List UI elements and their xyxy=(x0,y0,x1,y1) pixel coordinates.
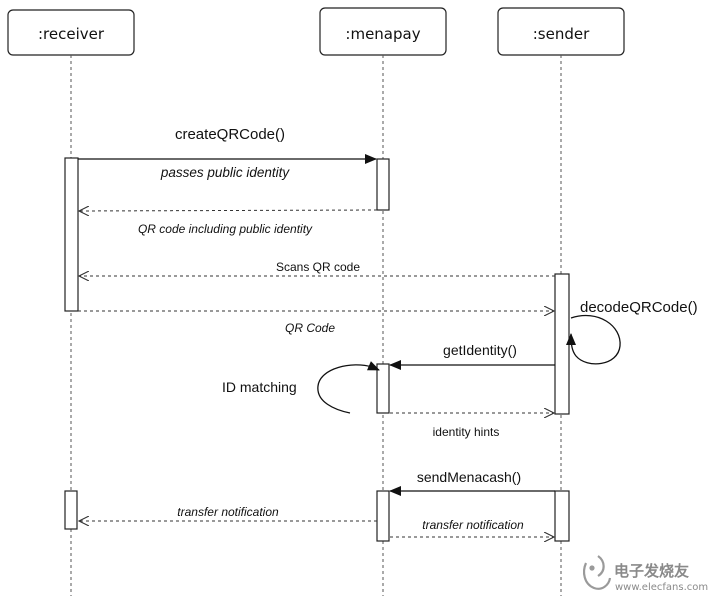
label-get-identity: getIdentity() xyxy=(443,342,517,358)
activation-menapay-3 xyxy=(376,490,390,542)
actor-receiver-label: :receiver xyxy=(38,25,105,43)
label-transfer-notification-sender: transfer notification xyxy=(422,518,524,532)
label-create-qr: createQRCode() xyxy=(175,126,285,143)
label-id-matching: ID matching xyxy=(222,379,297,395)
watermark-logo-icon xyxy=(583,555,612,590)
label-qr-code: QR Code xyxy=(285,321,335,335)
activation-menapay-2 xyxy=(376,363,390,414)
label-decode-qr: decodeQRCode() xyxy=(580,299,698,316)
label-send-menacash: sendMenacash() xyxy=(417,469,521,485)
label-scans-qr: Scans QR code xyxy=(276,260,360,274)
loop-id-matching xyxy=(317,361,380,414)
label-passes-identity: passes public identity xyxy=(160,165,291,180)
actor-receiver: :receiver xyxy=(7,9,135,56)
label-transfer-notification-receiver: transfer notification xyxy=(177,505,279,519)
activation-sender-2 xyxy=(554,490,570,542)
label-identity-hints: identity hints xyxy=(433,425,500,439)
arrow-qr-including-identity xyxy=(79,210,378,211)
activation-sender-1 xyxy=(554,273,570,415)
watermark-url: www.elecfans.com xyxy=(615,582,708,593)
loop-decode-qr xyxy=(566,314,621,365)
label-qr-including-identity: QR code including public identity xyxy=(138,222,313,236)
actor-menapay-label: :menapay xyxy=(345,25,420,43)
watermark-cn: 电子发烧友 xyxy=(614,562,689,580)
actor-sender-label: :sender xyxy=(533,25,590,43)
watermark: 电子发烧友 www.elecfans.com xyxy=(583,555,708,593)
activation-receiver-2 xyxy=(64,490,78,530)
actor-menapay: :menapay xyxy=(319,7,447,56)
actor-sender: :sender xyxy=(497,7,625,56)
activation-receiver-1 xyxy=(64,157,79,312)
activation-menapay-1 xyxy=(376,158,390,211)
